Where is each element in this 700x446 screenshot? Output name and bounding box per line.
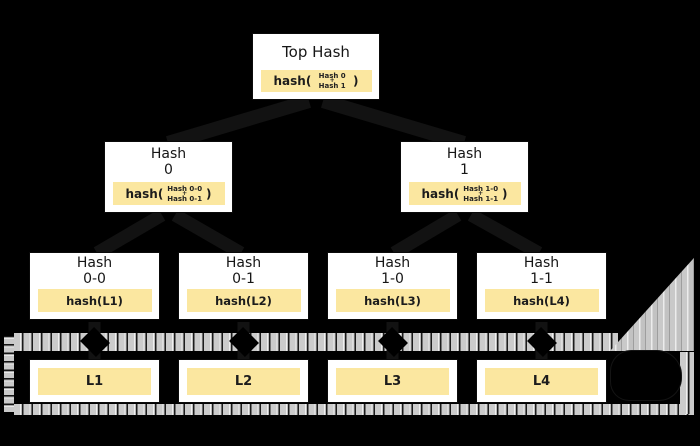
- hash-label: hash(L4): [513, 293, 570, 308]
- data-block-L1: L1: [29, 359, 160, 403]
- arrow-crossing-diamond-icon: [79, 327, 110, 357]
- arrow-crossing-diamond-icon: [228, 327, 259, 357]
- operand-bottom: Hash 1: [318, 82, 346, 90]
- operand-bottom: Hash 0-1: [167, 194, 203, 203]
- data-blocks-dashed-border-left: [4, 336, 14, 412]
- data-block-L2: L2: [178, 359, 309, 403]
- data-block-label: L3: [336, 367, 449, 395]
- hash-fn-close: ): [353, 74, 359, 88]
- hash-operands: Hash 1-0 + Hash 1-1: [463, 184, 499, 203]
- hash-function-box: hash(L3): [335, 289, 450, 312]
- hash-function-box: hash( Hash 0-0 + Hash 0-1 ): [112, 182, 225, 205]
- hash-fn-open: hash(: [125, 186, 164, 201]
- hash-label: hash(L2): [215, 293, 272, 308]
- data-blocks-label-blob: [611, 351, 681, 400]
- dashed-border-corner-wedge: [610, 257, 694, 351]
- operand-top: Hash 0: [318, 72, 346, 80]
- hash-function-box: hash(L4): [484, 289, 599, 312]
- hash-function-box: hash( Hash 1-0 + Hash 1-1 ): [408, 182, 521, 205]
- operand-top: Hash 1-0: [463, 184, 499, 193]
- arrow-crossing-diamond-icon: [377, 327, 408, 357]
- hash-label: hash(L3): [364, 293, 421, 308]
- hash-fn-open: hash(: [421, 186, 460, 201]
- hash-function-box: hash(L2): [186, 289, 301, 312]
- data-blocks-dashed-border-right: [680, 352, 694, 414]
- hash-function-box: hash(L1): [37, 289, 152, 312]
- node-top-hash: Top Hash hash( Hash 0 + Hash 1 ): [252, 33, 380, 100]
- data-block-label: L4: [485, 367, 598, 395]
- hash-function-box: hash( Hash 0 + Hash 1 ): [260, 70, 372, 92]
- hash-fn-open: hash(: [273, 74, 312, 88]
- data-blocks-dashed-border-bottom: [14, 404, 694, 415]
- data-blocks-dashed-border-top: [14, 333, 618, 351]
- data-block-L3: L3: [327, 359, 458, 403]
- arrow-crossing-diamond-icon: [526, 327, 557, 357]
- operand-bottom: Hash 1-1: [463, 194, 499, 203]
- plus-operator: +: [329, 77, 335, 84]
- node-title: Top Hash: [282, 43, 350, 61]
- data-block-L4: L4: [476, 359, 607, 403]
- data-block-label: L1: [38, 367, 151, 395]
- operand-top: Hash 0-0: [167, 184, 203, 193]
- plus-operator: +: [182, 189, 188, 197]
- hash-operands: Hash 0 + Hash 1: [318, 72, 346, 90]
- hash-fn-close: ): [502, 186, 508, 201]
- hash-label: hash(L1): [66, 293, 123, 308]
- hash-operands: Hash 0-0 + Hash 0-1: [167, 184, 203, 203]
- hash-fn-close: ): [206, 186, 212, 201]
- data-block-label: L2: [187, 367, 300, 395]
- plus-operator: +: [478, 189, 484, 197]
